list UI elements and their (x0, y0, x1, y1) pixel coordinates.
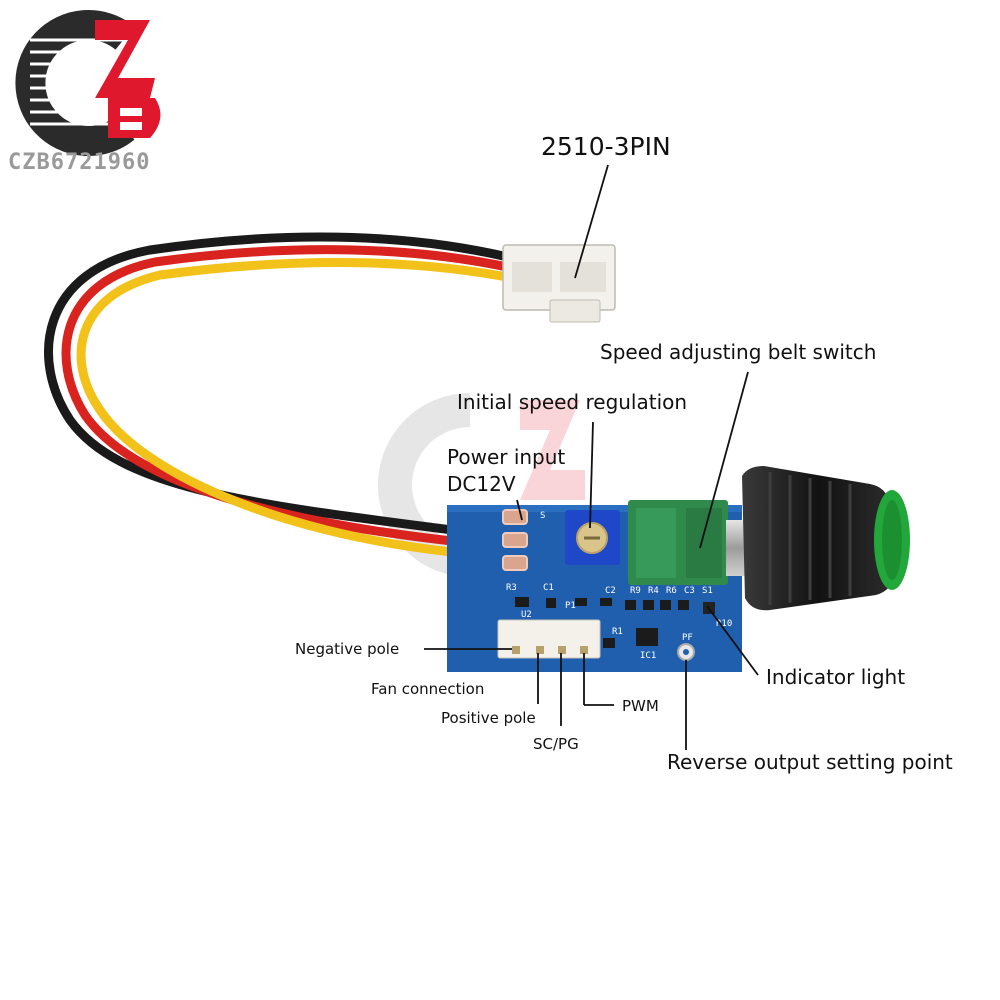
callout-lines (424, 164, 759, 750)
positive-pole-label: Positive pole (441, 709, 536, 727)
silk-c1: C1 (543, 583, 554, 593)
silk-s1: S1 (702, 586, 713, 596)
pcb-silkscreen: S R3 C1 P1 C2 R9 R4 R6 C3 S1 R1 R10 PF I… (506, 511, 732, 661)
silk-r6: R6 (666, 586, 677, 596)
indicator-light-label: Indicator light (766, 665, 906, 689)
speed-knob (742, 466, 910, 611)
silk-s: S (540, 511, 545, 521)
silk-c2: C2 (605, 586, 616, 596)
brand-code: CZB6721960 (8, 150, 151, 175)
connector-2510 (502, 244, 616, 323)
silk-p1: P1 (565, 601, 576, 611)
silk-pf: PF (682, 633, 693, 643)
power-voltage-label: DC12V (447, 472, 516, 496)
fan-connector (497, 619, 601, 659)
silk-ic1: IC1 (640, 651, 656, 661)
silk-r4: R4 (648, 586, 659, 596)
initial-speed-label: Initial speed regulation (457, 390, 688, 414)
connector-label: 2510-3PIN (541, 132, 671, 161)
brand-logo (15, 10, 161, 156)
reverse-output-label: Reverse output setting point (667, 750, 953, 774)
trimmer-potentiometer (565, 510, 620, 565)
power-input-label: Power input (447, 445, 566, 469)
silk-r9: R9 (630, 586, 641, 596)
silk-u2: U2 (521, 610, 532, 620)
wire-bundle (44, 232, 517, 557)
smd-components (515, 597, 715, 648)
silk-r1: R1 (612, 627, 623, 637)
silk-c3: C3 (684, 586, 695, 596)
speed-switch-body (628, 500, 728, 585)
silk-r10: R10 (716, 619, 732, 629)
silk-r3: R3 (506, 583, 517, 593)
power-input-pads (502, 509, 528, 571)
fan-connection-label: Fan connection (371, 680, 485, 698)
negative-pole-label: Negative pole (295, 640, 400, 658)
sc-pg-label: SC/PG (533, 735, 579, 753)
pwm-label: PWM (622, 697, 659, 715)
speed-switch-label: Speed adjusting belt switch (600, 340, 877, 364)
